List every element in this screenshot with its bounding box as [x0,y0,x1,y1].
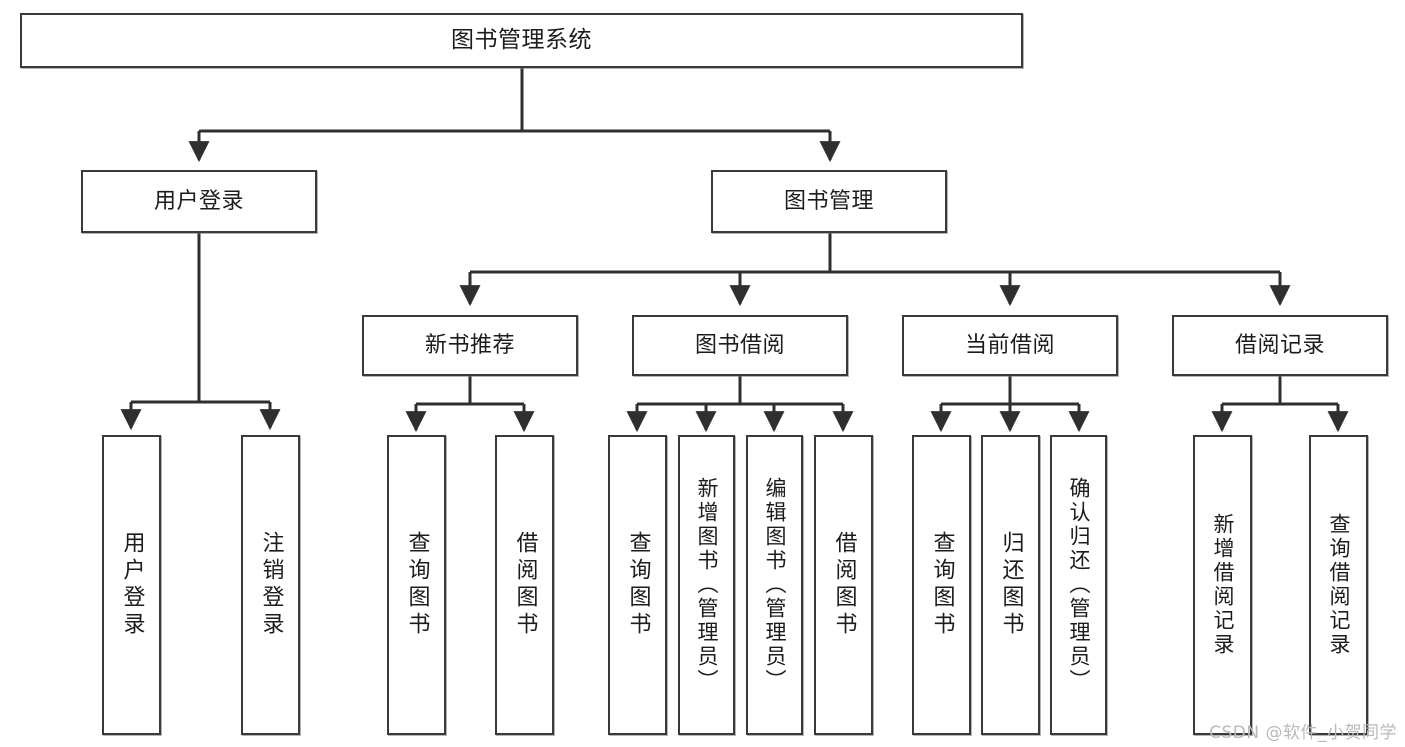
leaf-return-book-label: 归还图书 [998,531,1024,639]
leaf-confirm-return-label: 确认归还（管理员） [1067,477,1091,693]
leaf-return-book[interactable]: 归还图书 [981,435,1040,735]
leaf-edit-book[interactable]: 编辑图书（管理员） [746,435,803,735]
leaf-query-book-3[interactable]: 查询图书 [912,435,971,735]
node-current-borrow-label: 当前借阅 [964,332,1055,358]
leaf-query-book-2-label: 查询图书 [625,531,651,639]
leaf-borrow-book-1[interactable]: 借阅图书 [495,435,554,735]
leaf-add-book[interactable]: 新增图书（管理员） [678,435,735,735]
leaf-borrow-book-2-label: 借阅图书 [831,531,857,639]
leaf-query-record[interactable]: 查询借阅记录 [1309,435,1368,735]
node-book-borrow[interactable]: 图书借阅 [632,315,848,376]
leaf-add-record[interactable]: 新增借阅记录 [1193,435,1252,735]
leaf-add-record-label: 新增借阅记录 [1211,513,1235,657]
leaf-confirm-return[interactable]: 确认归还（管理员） [1050,435,1107,735]
leaf-query-record-label: 查询借阅记录 [1327,513,1351,657]
leaf-borrow-book-1-label: 借阅图书 [512,531,538,639]
node-root[interactable]: 图书管理系统 [20,13,1023,68]
leaf-logout[interactable]: 注销登录 [241,435,300,735]
node-user-login[interactable]: 用户登录 [81,170,317,233]
node-new-book-recommend-label: 新书推荐 [424,332,515,358]
node-current-borrow[interactable]: 当前借阅 [902,315,1118,376]
node-book-manage[interactable]: 图书管理 [711,170,947,233]
node-root-label: 图书管理系统 [451,26,592,53]
node-book-manage-label: 图书管理 [783,188,874,214]
leaf-user-login[interactable]: 用户登录 [102,435,161,735]
node-borrow-record[interactable]: 借阅记录 [1172,315,1388,376]
leaf-logout-label: 注销登录 [258,531,284,639]
node-borrow-record-label: 借阅记录 [1234,332,1325,358]
node-book-borrow-label: 图书借阅 [694,332,785,358]
leaf-query-book-1[interactable]: 查询图书 [387,435,446,735]
leaf-query-book-1-label: 查询图书 [404,531,430,639]
leaf-query-book-3-label: 查询图书 [929,531,955,639]
leaf-query-book-2[interactable]: 查询图书 [608,435,667,735]
leaf-edit-book-label: 编辑图书（管理员） [763,477,787,693]
node-new-book-recommend[interactable]: 新书推荐 [362,315,578,376]
watermark: CSDN @软件_小贺同学 [1209,723,1397,743]
leaf-user-login-label: 用户登录 [119,531,145,639]
node-user-login-label: 用户登录 [153,188,244,214]
leaf-add-book-label: 新增图书（管理员） [695,477,719,693]
leaf-borrow-book-2[interactable]: 借阅图书 [814,435,873,735]
